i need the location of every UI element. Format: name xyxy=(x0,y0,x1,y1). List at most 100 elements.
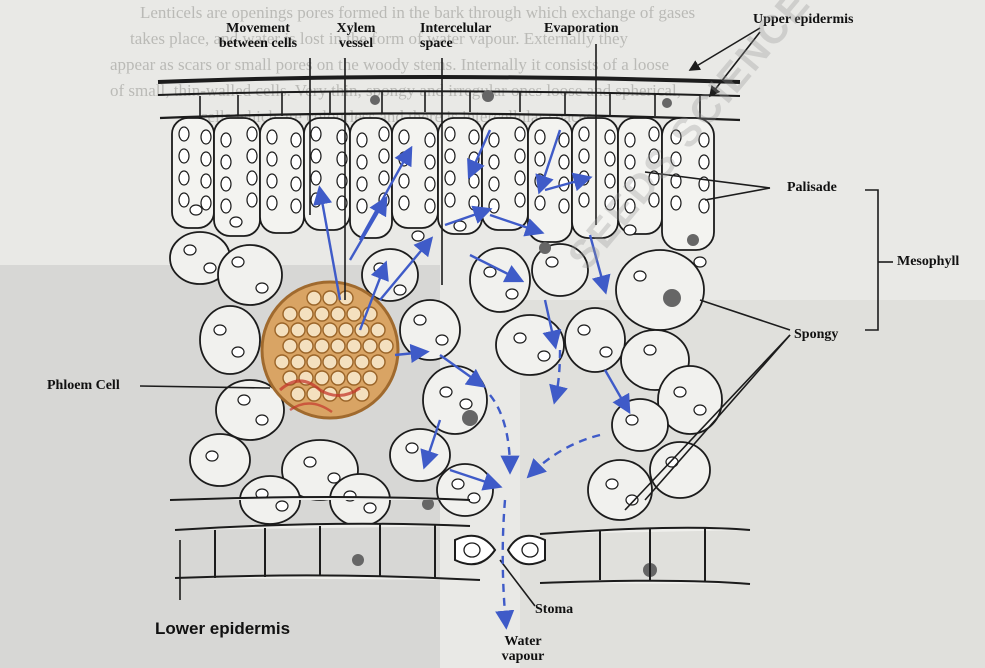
chloroplast xyxy=(399,196,409,210)
chloroplast xyxy=(379,149,389,163)
chloroplast xyxy=(546,257,558,267)
label-line: Water xyxy=(490,634,556,649)
chloroplast xyxy=(256,415,268,425)
xylem-cell xyxy=(339,291,353,305)
chloroplast xyxy=(291,199,301,213)
chloroplast xyxy=(445,127,455,141)
chloroplast xyxy=(357,133,367,147)
xylem-cell xyxy=(323,355,337,369)
chloroplast xyxy=(559,199,569,213)
chloroplast xyxy=(328,473,340,483)
label-line: Movement xyxy=(205,21,311,36)
chloroplast xyxy=(699,199,709,213)
chloroplast xyxy=(514,333,526,343)
chloroplast xyxy=(232,257,244,267)
chloroplast xyxy=(625,133,635,147)
xylem-cell xyxy=(283,339,297,353)
chloroplast xyxy=(671,196,681,210)
xylem-cell xyxy=(371,323,385,337)
label-line: space xyxy=(420,36,491,51)
label-line: Intercelular xyxy=(420,21,491,36)
chloroplast xyxy=(605,130,615,144)
chloroplast xyxy=(579,149,589,163)
chloroplast xyxy=(221,133,231,147)
chloroplast xyxy=(357,155,367,169)
chloroplast xyxy=(515,127,525,141)
chloroplast xyxy=(357,177,367,191)
chloroplast xyxy=(425,177,435,191)
label-palisade: Palisade xyxy=(787,180,837,195)
chloroplast xyxy=(484,267,496,277)
chloroplast xyxy=(357,199,367,213)
chloroplast xyxy=(468,493,480,503)
chloroplast xyxy=(674,387,686,397)
chloroplast xyxy=(267,152,277,166)
chloroplast xyxy=(515,149,525,163)
xylem-cell xyxy=(347,339,361,353)
xylem-cell xyxy=(379,339,393,353)
chloroplast xyxy=(412,231,424,241)
chloroplast xyxy=(267,196,277,210)
chloroplast xyxy=(201,152,211,166)
xylem-cell xyxy=(339,355,353,369)
chloroplast xyxy=(221,155,231,169)
chloroplast xyxy=(489,199,499,213)
chloroplast xyxy=(425,133,435,147)
chloroplast xyxy=(445,193,455,207)
label-mesophyll: Mesophyll xyxy=(897,254,959,269)
chloroplast xyxy=(694,405,706,415)
chloroplast xyxy=(452,479,464,489)
xylem-cell xyxy=(371,355,385,369)
chloroplast xyxy=(469,174,479,188)
chloroplast xyxy=(600,347,612,357)
xylem-cell xyxy=(299,307,313,321)
chloroplast xyxy=(436,335,448,345)
chloroplast xyxy=(634,271,646,281)
chloroplast xyxy=(605,152,615,166)
xylem-cell xyxy=(307,323,321,337)
chloroplast xyxy=(190,205,202,215)
chloroplast xyxy=(201,196,211,210)
xylem-cell xyxy=(347,307,361,321)
chloroplast xyxy=(460,399,472,409)
chloroplast xyxy=(214,325,226,335)
chloroplast xyxy=(489,133,499,147)
chloroplast xyxy=(579,127,589,141)
chloroplast xyxy=(406,443,418,453)
label-line: vapour xyxy=(490,649,556,664)
chloroplast xyxy=(626,415,638,425)
chloroplast xyxy=(469,130,479,144)
chloroplast xyxy=(535,130,545,144)
chloroplast xyxy=(291,177,301,191)
chloroplast xyxy=(578,325,590,335)
chloroplast xyxy=(399,130,409,144)
chloroplast xyxy=(311,149,321,163)
chloroplast xyxy=(506,289,518,299)
chloroplast xyxy=(311,171,321,185)
chloroplast xyxy=(469,196,479,210)
stoma-chloroplasts xyxy=(464,543,538,557)
xylem-cell xyxy=(347,371,361,385)
xylem-cell xyxy=(315,307,329,321)
chloroplast xyxy=(230,217,242,227)
xylem-cell xyxy=(355,355,369,369)
chloroplast xyxy=(445,171,455,185)
xylem-cell xyxy=(299,339,313,353)
label-line: vessel xyxy=(332,36,380,51)
xylem-cell xyxy=(275,323,289,337)
chloroplast xyxy=(201,130,211,144)
chloroplast xyxy=(559,133,569,147)
chloroplast xyxy=(179,127,189,141)
chloroplast xyxy=(364,503,376,513)
chloroplast xyxy=(489,177,499,191)
chloroplast xyxy=(489,155,499,169)
upper-epidermis xyxy=(158,77,740,120)
xylem-cell xyxy=(291,387,305,401)
label-xylem-vessel: Xylem vessel xyxy=(332,21,380,51)
chloroplast xyxy=(515,171,525,185)
chloroplast xyxy=(694,257,706,267)
chloroplast xyxy=(559,155,569,169)
chloroplast xyxy=(304,457,316,467)
xylem-cell xyxy=(275,355,289,369)
